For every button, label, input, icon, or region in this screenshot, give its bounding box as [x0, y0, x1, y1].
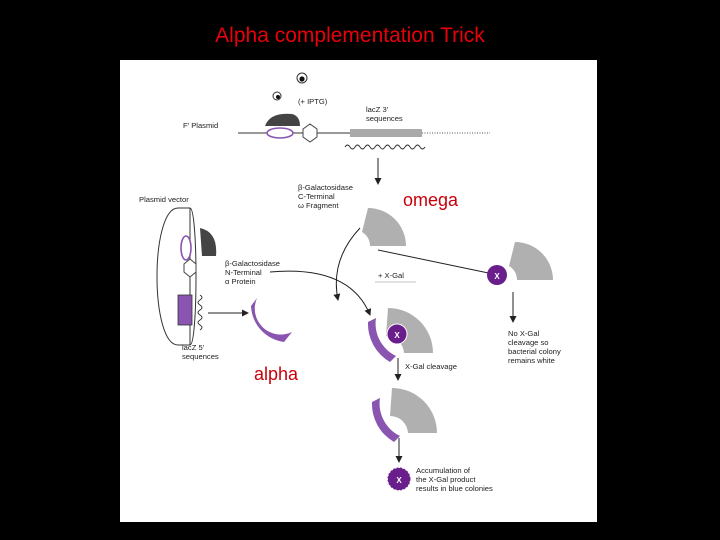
slide-title: Alpha complementation Trick: [215, 24, 485, 47]
accum-label-2: the X-Gal product: [416, 475, 476, 484]
alpha-complementation-diagram: (+ IPTG) F' Plasmid lacZ 3' sequences β-…: [139, 72, 561, 493]
repressor-icon: [265, 113, 318, 143]
alpha-overlay-label: alpha: [254, 364, 299, 384]
lacz3-label-1: lacZ 3': [366, 105, 389, 114]
xgal-molecule-mark: X: [494, 272, 500, 281]
cleaved-omega-shape: [390, 388, 437, 433]
lacz5-mrna-wave: [197, 294, 203, 331]
lacz3-gene-block: [350, 129, 422, 137]
lacz3-mrna-wave: [344, 144, 426, 150]
product-xgal-mark: X: [396, 476, 402, 485]
complex-xgal-mark: X: [394, 331, 400, 340]
omega-to-complex-arrow: [333, 227, 361, 301]
no-cleavage-label-3: bacterial colony: [508, 347, 561, 356]
plus-xgal-label: + X-Gal: [378, 271, 404, 280]
nterm-label-3: α Protein: [225, 277, 256, 286]
xgal-cleavage-label: X-Gal cleavage: [405, 362, 457, 371]
cterm-label-3: ω Fragment: [298, 201, 339, 210]
lacz5-label-1: lacZ 5': [182, 343, 205, 352]
omega-overlay-label: omega: [403, 190, 459, 210]
diagram-panel: (+ IPTG) F' Plasmid lacZ 3' sequences β-…: [120, 60, 597, 522]
no-cleavage-label-2: cleavage so: [508, 338, 549, 347]
xgal-product-icon: [387, 467, 411, 491]
iptg-label: (+ IPTG): [298, 97, 328, 106]
f-plasmid-label: F' Plasmid: [183, 121, 218, 130]
cterm-label-2: C-Terminal: [298, 192, 335, 201]
lacz3-label-2: sequences: [366, 114, 403, 123]
alpha-fragment-shape: [251, 298, 292, 342]
alpha-to-complex-arrow: [269, 270, 372, 316]
no-cleavage-label-4: remains white: [508, 356, 555, 365]
no-complement-arrow: [377, 249, 499, 278]
cleaved-alpha-shape: [371, 398, 400, 442]
no-cleavage-label-1: No X-Gal: [508, 329, 540, 338]
omega-no-cleavage-shape: [509, 242, 553, 280]
lacz5-gene-block: [177, 294, 193, 326]
nterm-label-1: β-Galactosidase: [225, 259, 280, 268]
plasmid-vector-label: Plasmid vector: [139, 195, 189, 204]
nterm-label-2: N-Terminal: [225, 268, 262, 277]
accum-label-3: results in blue colonies: [416, 484, 493, 493]
cterm-label-1: β-Galactosidase: [298, 183, 353, 192]
xgal-molecule-icon: [487, 265, 507, 285]
accum-label-1: Accumulation of: [416, 466, 471, 475]
omega-fragment-shape: [362, 208, 406, 246]
complex-omega-shape: [386, 308, 433, 353]
complex-xgal-icon: [386, 323, 408, 345]
plasmid-repressor-icon: [180, 228, 217, 278]
lacz5-label-2: sequences: [182, 352, 219, 361]
plasmid-vector-loop: [156, 207, 197, 346]
complex-alpha-shape: [367, 318, 396, 362]
iptg-molecule-icon: [272, 72, 308, 101]
